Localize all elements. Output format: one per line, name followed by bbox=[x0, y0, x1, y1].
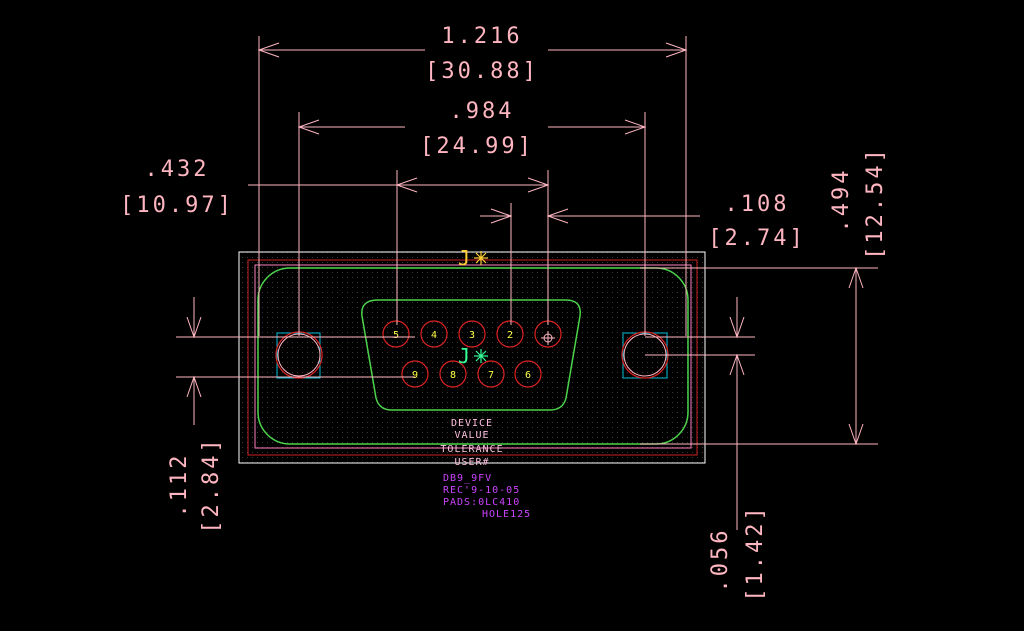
dim-overall-width-mm[interactable]: [30.88] bbox=[425, 59, 539, 84]
note-part[interactable]: DB9_9FV bbox=[443, 473, 492, 484]
dim-mount-offset[interactable] bbox=[645, 297, 755, 530]
attr-tolerance[interactable]: TOLERANCE bbox=[440, 444, 503, 455]
pin-9[interactable]: 9 bbox=[401, 360, 429, 388]
note-pads[interactable]: PADS:0LC410 bbox=[443, 497, 520, 508]
attr-user[interactable]: USER# bbox=[454, 457, 489, 468]
pin-row-top: 5 4 3 2 bbox=[382, 320, 562, 348]
attribute-labels: DEVICE VALUE TOLERANCE USER# bbox=[440, 418, 503, 468]
pin-7[interactable]: 7 bbox=[477, 360, 505, 388]
dim-overall-width[interactable] bbox=[257, 36, 688, 336]
ref-designator-top[interactable]: J bbox=[458, 246, 488, 270]
dim-overall-height-inch[interactable]: .494 bbox=[829, 168, 854, 233]
pin-1-origin-marker bbox=[541, 331, 555, 345]
pad-ring bbox=[458, 320, 486, 348]
pin-number: 2 bbox=[507, 330, 513, 341]
dim-mount-spacing[interactable] bbox=[297, 112, 647, 336]
dimension-lines bbox=[176, 36, 878, 530]
dim-pin-row-span-mm[interactable]: [10.97] bbox=[120, 193, 234, 218]
dim-pin-row-span-inch[interactable]: .432 bbox=[145, 157, 210, 182]
courtyard-outline bbox=[254, 264, 692, 449]
dim-mount-spacing-inch[interactable]: .984 bbox=[450, 99, 515, 124]
asterisk-marker bbox=[474, 251, 488, 265]
pin-5[interactable]: 5 bbox=[382, 320, 410, 348]
dim-pin-pitch[interactable] bbox=[480, 203, 700, 325]
pin-number: 6 bbox=[525, 370, 531, 381]
pad-ring bbox=[496, 320, 524, 348]
ref-designator-text: J bbox=[458, 344, 470, 368]
pin-4[interactable]: 4 bbox=[420, 320, 448, 348]
pad-ring bbox=[439, 360, 467, 388]
board-group bbox=[238, 251, 706, 464]
attr-value[interactable]: VALUE bbox=[454, 430, 489, 441]
pad-ring bbox=[420, 320, 448, 348]
dim-pin-row-span[interactable] bbox=[248, 170, 550, 325]
pin-3[interactable]: 3 bbox=[458, 320, 486, 348]
dimension-labels: 1.216 [30.88] .984 [24.99] .432 [10.97] … bbox=[120, 24, 888, 602]
attr-device[interactable]: DEVICE bbox=[451, 418, 493, 429]
dim-row-offset[interactable] bbox=[176, 297, 415, 425]
note-hole[interactable]: HOLE125 bbox=[482, 509, 531, 520]
dim-pin-pitch-inch[interactable]: .108 bbox=[725, 192, 790, 217]
pin-2[interactable]: 2 bbox=[496, 320, 524, 348]
d-sub-shell-outline[interactable] bbox=[361, 299, 581, 411]
cad-notes: DB9_9FV REC'9-10-05 PADS:0LC410 HOLE125 bbox=[443, 473, 531, 520]
pin-number: 3 bbox=[469, 330, 475, 341]
pin-8[interactable]: 8 bbox=[439, 360, 467, 388]
ref-designator-text: J bbox=[458, 246, 470, 270]
pin-number: 4 bbox=[431, 330, 437, 341]
dim-row-offset-mm[interactable]: [2.84] bbox=[199, 436, 224, 533]
pin-number: 5 bbox=[393, 330, 399, 341]
ref-designator-center[interactable]: J bbox=[458, 344, 488, 368]
dim-mount-spacing-mm[interactable]: [24.99] bbox=[420, 134, 534, 159]
pad-ring bbox=[382, 320, 410, 348]
note-revision[interactable]: REC'9-10-05 bbox=[443, 485, 520, 496]
pin-number: 8 bbox=[450, 370, 456, 381]
pin-number: 9 bbox=[412, 370, 418, 381]
pad-ring bbox=[514, 360, 542, 388]
dim-overall-width-inch[interactable]: 1.216 bbox=[441, 24, 522, 49]
pin-number: 7 bbox=[488, 370, 494, 381]
dim-mount-offset-inch[interactable]: .056 bbox=[708, 528, 733, 593]
dim-mount-offset-mm[interactable]: [1.42] bbox=[743, 504, 768, 601]
dim-pin-pitch-mm[interactable]: [2.74] bbox=[708, 226, 805, 251]
pad-ring bbox=[477, 360, 505, 388]
connector-body-outline[interactable] bbox=[257, 267, 689, 445]
keepout-outline bbox=[247, 259, 698, 456]
dim-row-offset-inch[interactable]: .112 bbox=[167, 453, 192, 518]
origin-asterisk-marker bbox=[474, 349, 488, 363]
board-outline[interactable] bbox=[238, 251, 706, 464]
pad-ring bbox=[401, 360, 429, 388]
dim-overall-height-mm[interactable]: [12.54] bbox=[863, 146, 888, 260]
pin-row-bottom: 9 8 7 6 bbox=[401, 360, 542, 388]
dim-overall-height[interactable] bbox=[640, 266, 878, 446]
pin-6[interactable]: 6 bbox=[514, 360, 542, 388]
